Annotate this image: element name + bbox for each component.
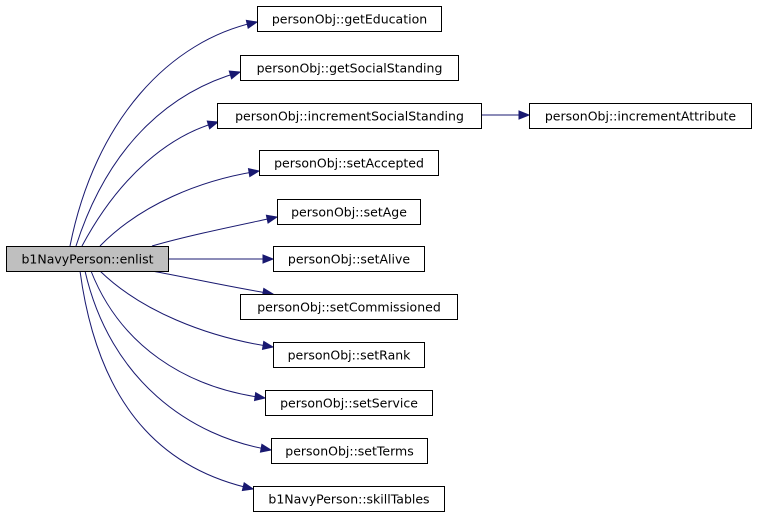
node-box[interactable] [217,103,482,129]
node-label: b1NavyPerson::enlist [21,252,153,267]
node-label: personObj::setRank [288,348,412,363]
edge-line [99,170,260,247]
node-label: personObj::incrementAttribute [545,109,737,124]
edge-incrementSocialStanding-to-incrementAttribute [481,110,531,120]
node-box[interactable] [273,342,425,368]
node-box[interactable] [253,486,445,512]
arrowhead-icon [518,110,531,120]
arrowhead-icon [259,443,273,453]
nodes-layer: b1NavyPerson::enlist personObj::getEducat… [6,6,752,512]
edge-line [99,270,274,348]
node-label: personObj::setAlive [288,252,411,267]
node-getSocialStanding[interactable]: personObj::getSocialStanding [240,55,459,81]
node-setAge[interactable]: personObj::setAge [277,199,421,225]
node-root[interactable]: b1NavyPerson::enlist [6,246,169,272]
edge-root-to-skillTables [79,270,255,492]
node-box[interactable] [6,246,169,272]
edge-line [90,270,266,399]
arrowhead-icon [228,70,242,80]
node-setTerms[interactable]: personObj::setTerms [271,438,428,464]
edge-line [75,71,241,247]
edge-root-to-setRank [99,270,275,351]
node-label: personObj::setAccepted [274,156,424,171]
edge-root-to-setAge [151,214,279,247]
edge-root-to-setAlive [168,254,275,264]
node-label: personObj::setService [280,396,418,411]
node-box[interactable] [265,390,433,416]
arrowhead-icon [245,19,259,30]
edge-root-to-getSocialStanding [75,70,242,247]
arrowhead-icon [261,340,275,351]
node-label: personObj::getSocialStanding [257,61,443,76]
node-box[interactable] [257,6,442,32]
edge-line [151,270,274,295]
edge-root-to-setAccepted [99,168,261,247]
arrowhead-icon [253,391,267,402]
arrowhead-icon [247,168,261,178]
node-label: personObj::setTerms [285,444,413,459]
arrowhead-icon [262,254,275,264]
edge-root-to-setCommissioned [151,270,275,297]
node-setAccepted[interactable]: personObj::setAccepted [259,150,439,176]
node-setService[interactable]: personObj::setService [265,390,433,416]
node-skillTables[interactable]: b1NavyPerson::skillTables [253,486,445,512]
node-box[interactable] [529,103,752,129]
node-box[interactable] [273,246,425,272]
edge-root-to-setTerms [84,270,273,453]
node-setCommissioned[interactable]: personObj::setCommissioned [240,294,458,320]
edge-line [84,270,272,451]
node-label: b1NavyPerson::skillTables [268,492,429,507]
arrowhead-icon [265,214,279,224]
node-label: personObj::incrementSocialStanding [235,109,464,124]
edges-layer [69,19,531,492]
edge-root-to-incrementSocialStanding [81,120,220,247]
node-setRank[interactable]: personObj::setRank [273,342,425,368]
edge-line [79,270,254,490]
node-box[interactable] [277,199,421,225]
edge-root-to-getEducation [69,19,259,247]
node-box[interactable] [240,294,458,320]
arrowhead-icon [206,120,220,130]
edge-root-to-setService [90,270,267,402]
edge-line [69,21,258,247]
node-incrementAttribute[interactable]: personObj::incrementAttribute [529,103,752,129]
node-box[interactable] [271,438,428,464]
node-label: personObj::setCommissioned [257,300,441,315]
node-label: personObj::setAge [291,205,407,220]
edge-line [151,216,278,247]
node-box[interactable] [240,55,459,81]
arrowhead-icon [241,481,255,492]
node-getEducation[interactable]: personObj::getEducation [257,6,442,32]
edge-line [81,121,219,247]
node-setAlive[interactable]: personObj::setAlive [273,246,425,272]
node-box[interactable] [259,150,439,176]
node-label: personObj::getEducation [272,12,427,27]
node-incrementSocialStanding[interactable]: personObj::incrementSocialStanding [217,103,482,129]
